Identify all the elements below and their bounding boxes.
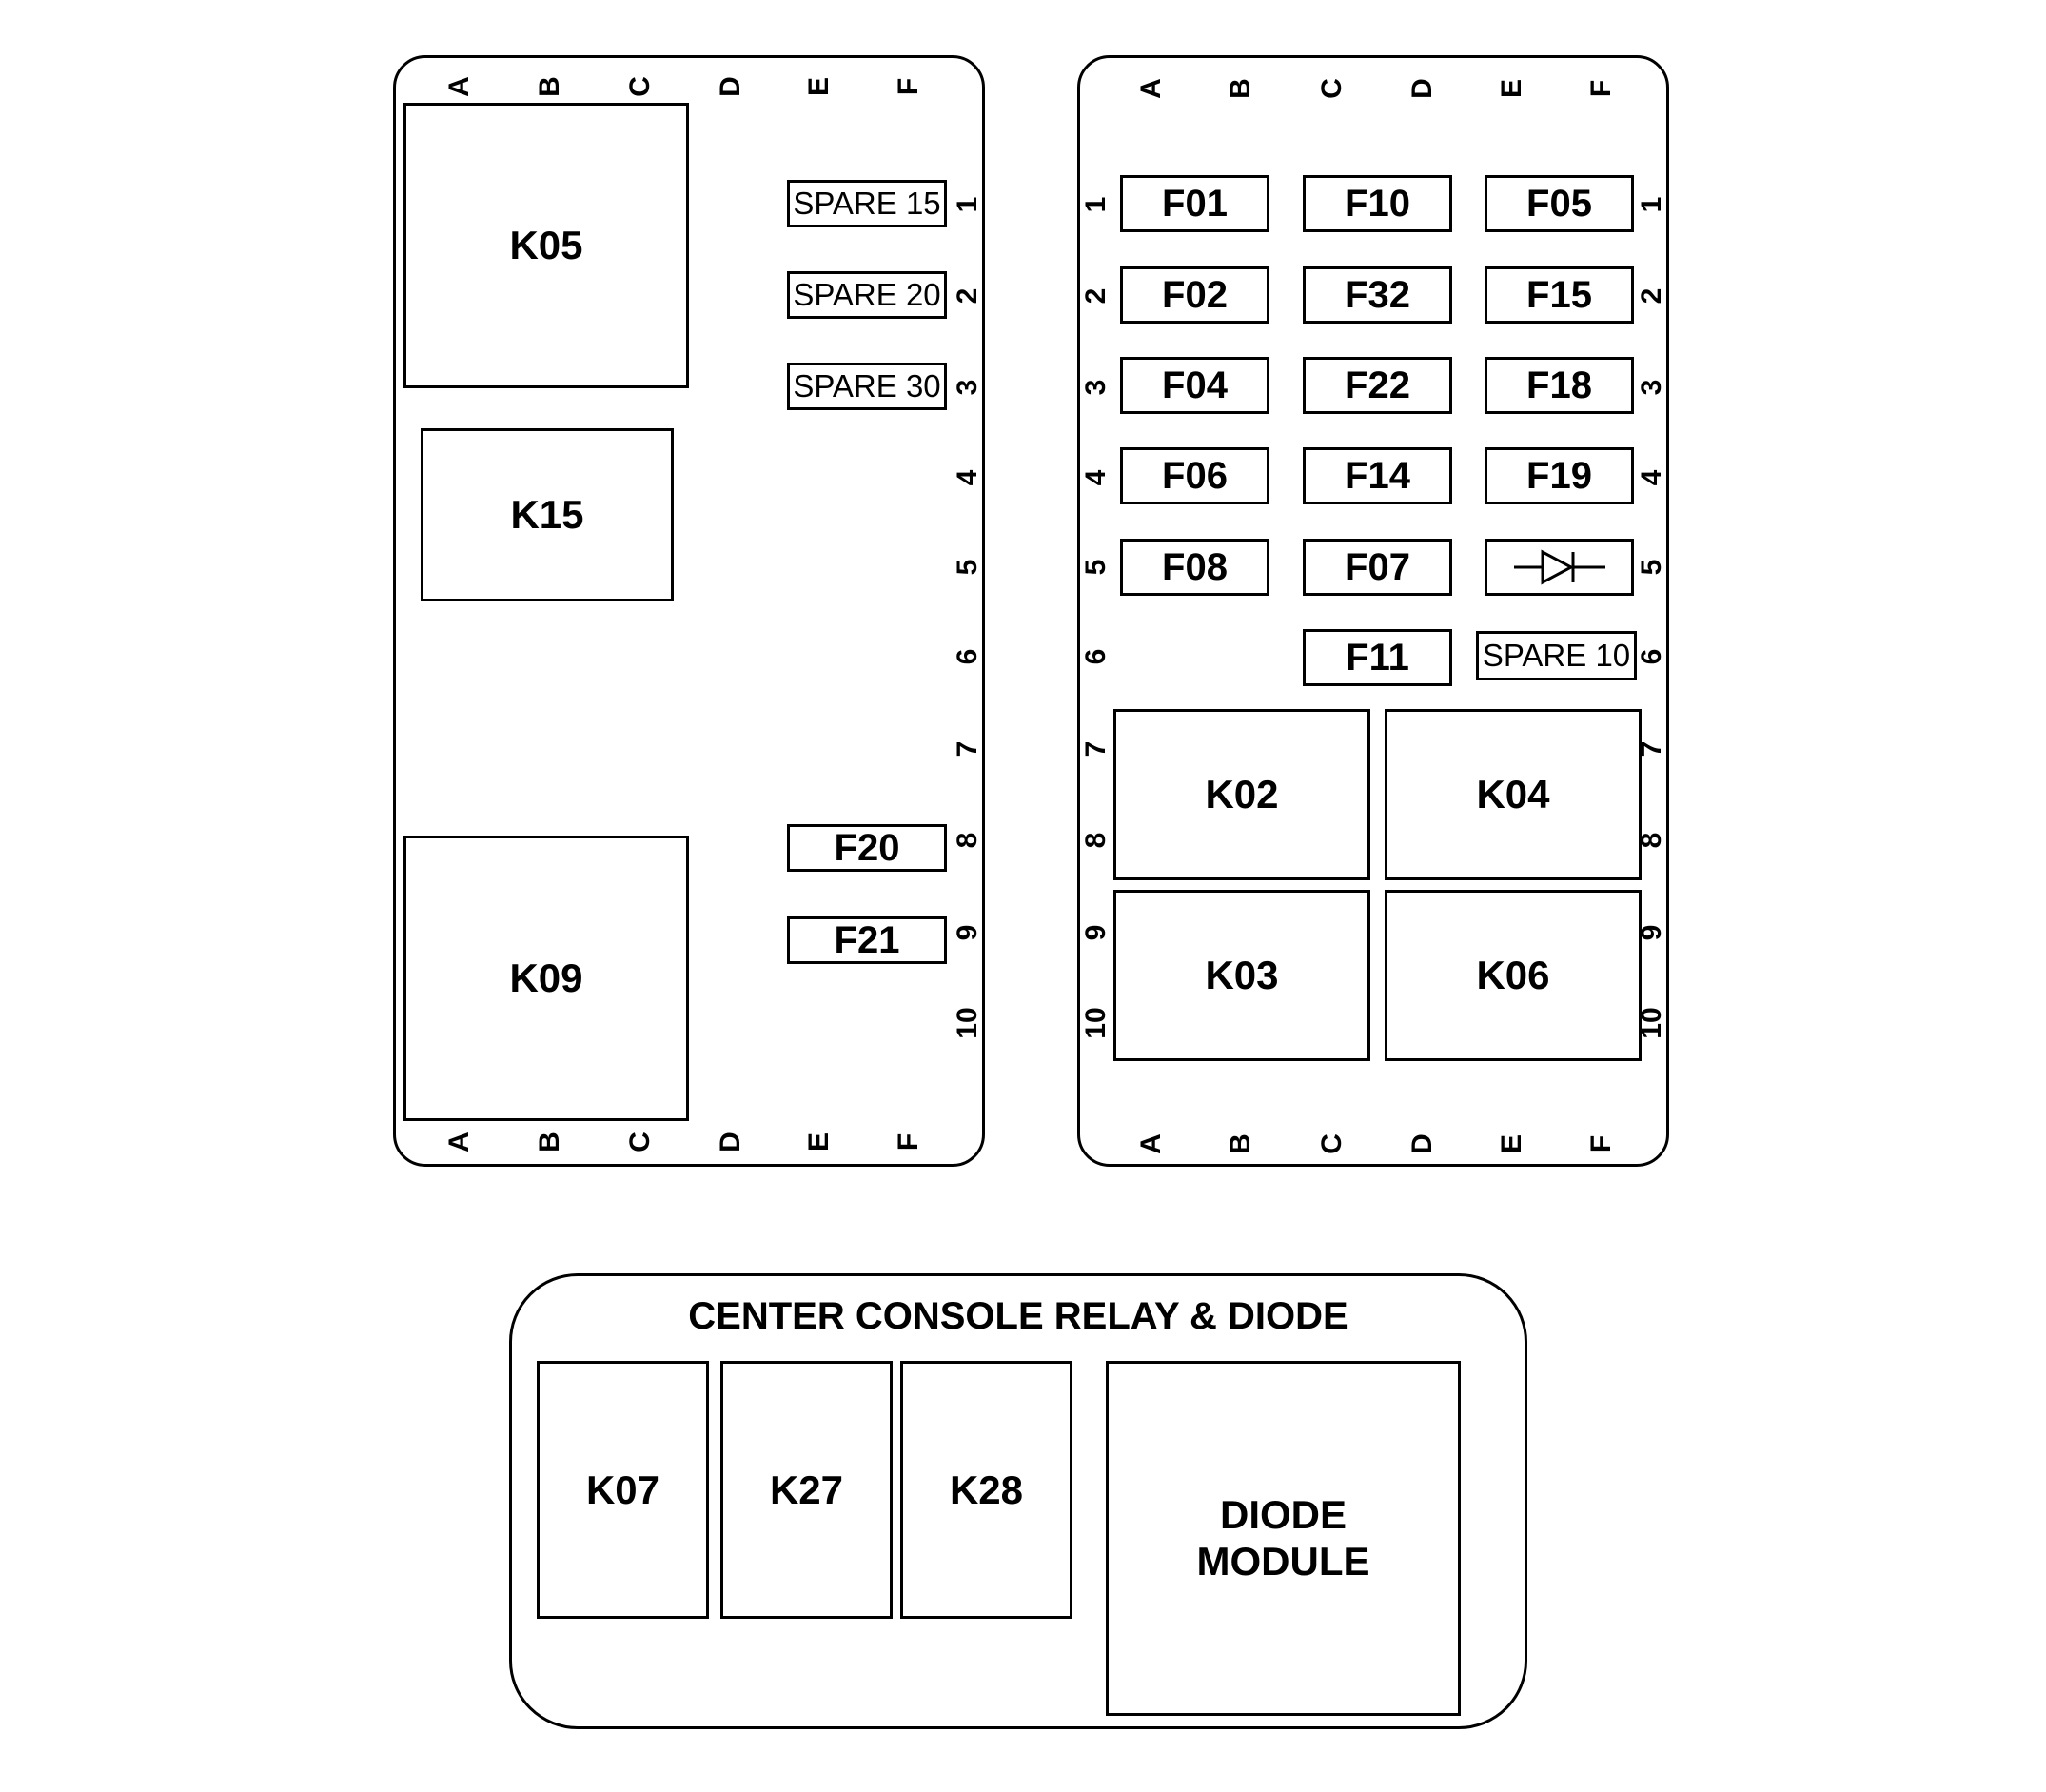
diode-symbol-icon bbox=[1513, 549, 1605, 585]
relay-k05: K05 bbox=[403, 103, 689, 388]
right-row-label-right: 10 bbox=[1636, 1007, 1667, 1039]
fuse-f22: F22 bbox=[1303, 357, 1452, 414]
left-column-label-bottom: A bbox=[443, 1132, 475, 1152]
fuse-f04: F04 bbox=[1120, 357, 1269, 414]
right-column-label-bottom: F bbox=[1585, 1134, 1617, 1153]
right-row-label-right: 6 bbox=[1636, 648, 1667, 665]
left-row-label: 5 bbox=[952, 559, 983, 576]
relay-k09: K09 bbox=[403, 836, 689, 1121]
relay-k02: K02 bbox=[1113, 709, 1370, 880]
left-column-label-top: F bbox=[893, 77, 924, 96]
fuse-spare-30: SPARE 30 bbox=[787, 363, 947, 410]
left-row-label: 1 bbox=[952, 196, 983, 213]
left-row-label: 7 bbox=[952, 740, 983, 758]
right-row-label-left: 7 bbox=[1080, 740, 1112, 758]
right-row-label-left: 6 bbox=[1080, 648, 1112, 665]
left-column-label-bottom: B bbox=[534, 1132, 565, 1152]
relay-k28: K28 bbox=[900, 1361, 1072, 1619]
console-title: CENTER CONSOLE RELAY & DIODE bbox=[688, 1295, 1348, 1337]
right-row-label-right: 2 bbox=[1636, 287, 1667, 305]
fuse-f32: F32 bbox=[1303, 266, 1452, 324]
fuse-f19: F19 bbox=[1485, 447, 1634, 504]
right-row-label-left: 1 bbox=[1080, 196, 1112, 213]
fuse-f10: F10 bbox=[1303, 175, 1452, 232]
left-column-label-top: E bbox=[803, 76, 835, 97]
left-column-label-bottom: F bbox=[893, 1132, 924, 1152]
relay-k04: K04 bbox=[1385, 709, 1642, 880]
fuse-f08: F08 bbox=[1120, 539, 1269, 596]
relay-k03: K03 bbox=[1113, 890, 1370, 1061]
right-column-label-bottom: D bbox=[1407, 1133, 1438, 1154]
right-row-label-left: 5 bbox=[1080, 559, 1112, 576]
left-row-label: 8 bbox=[952, 832, 983, 849]
relay-k27: K27 bbox=[720, 1361, 893, 1619]
right-column-label-top: C bbox=[1316, 78, 1348, 99]
left-column-label-bottom: C bbox=[624, 1132, 656, 1152]
right-row-label-left: 9 bbox=[1080, 924, 1112, 941]
right-column-label-bottom: B bbox=[1225, 1133, 1256, 1154]
right-column-label-bottom: A bbox=[1135, 1133, 1167, 1154]
right-row-label-left: 4 bbox=[1080, 469, 1112, 486]
fuse-f01: F01 bbox=[1120, 175, 1269, 232]
left-row-label: 6 bbox=[952, 648, 983, 665]
relay-k15: K15 bbox=[421, 428, 674, 601]
right-row-label-right: 4 bbox=[1636, 469, 1667, 486]
right-row-label-left: 10 bbox=[1080, 1007, 1112, 1039]
fuse-f07: F07 bbox=[1303, 539, 1452, 596]
fuse-f06: F06 bbox=[1120, 447, 1269, 504]
right-row-label-right: 1 bbox=[1636, 196, 1667, 213]
diode-module-label: DIODE MODULE bbox=[1197, 1492, 1370, 1585]
diode-module: DIODE MODULE bbox=[1106, 1361, 1461, 1716]
fuse-spare-15: SPARE 15 bbox=[787, 180, 947, 227]
left-row-label: 9 bbox=[952, 924, 983, 941]
right-column-label-top: D bbox=[1407, 78, 1438, 99]
fuse-spare-10: SPARE 10 bbox=[1476, 631, 1637, 680]
left-column-label-top: B bbox=[534, 76, 565, 97]
left-row-label: 10 bbox=[952, 1007, 983, 1039]
fuse-f21: F21 bbox=[787, 916, 947, 964]
left-column-label-bottom: D bbox=[715, 1132, 746, 1152]
right-row-label-left: 2 bbox=[1080, 287, 1112, 305]
right-column-label-top: E bbox=[1496, 78, 1527, 99]
left-column-label-top: C bbox=[624, 76, 656, 97]
fuse-f11: F11 bbox=[1303, 629, 1452, 686]
diode-module-label-line1: DIODE bbox=[1219, 1492, 1347, 1538]
right-row-label-right: 8 bbox=[1636, 832, 1667, 849]
relay-k07: K07 bbox=[537, 1361, 709, 1619]
diode-slot bbox=[1485, 539, 1634, 596]
relay-k06: K06 bbox=[1385, 890, 1642, 1061]
right-row-label-right: 9 bbox=[1636, 924, 1667, 941]
left-row-label: 2 bbox=[952, 287, 983, 305]
left-row-label: 3 bbox=[952, 379, 983, 396]
right-row-label-right: 5 bbox=[1636, 559, 1667, 576]
right-row-label-right: 7 bbox=[1636, 740, 1667, 758]
fuse-f05: F05 bbox=[1485, 175, 1634, 232]
right-column-label-top: F bbox=[1585, 79, 1617, 98]
left-column-label-bottom: E bbox=[803, 1132, 835, 1152]
fuse-f15: F15 bbox=[1485, 266, 1634, 324]
diode-module-label-line2: MODULE bbox=[1196, 1538, 1370, 1584]
fuse-f14: F14 bbox=[1303, 447, 1452, 504]
fuse-f02: F02 bbox=[1120, 266, 1269, 324]
right-column-label-bottom: E bbox=[1496, 1133, 1527, 1154]
fuse-spare-20: SPARE 20 bbox=[787, 271, 947, 319]
right-column-label-top: B bbox=[1225, 78, 1256, 99]
fuse-f18: F18 bbox=[1485, 357, 1634, 414]
right-row-label-left: 8 bbox=[1080, 832, 1112, 849]
right-column-label-top: A bbox=[1135, 78, 1167, 99]
fuse-f20: F20 bbox=[787, 824, 947, 872]
left-column-label-top: A bbox=[443, 76, 475, 97]
right-row-label-left: 3 bbox=[1080, 379, 1112, 396]
right-row-label-right: 3 bbox=[1636, 379, 1667, 396]
right-column-label-bottom: C bbox=[1316, 1133, 1348, 1154]
left-column-label-top: D bbox=[715, 76, 746, 97]
left-row-label: 4 bbox=[952, 469, 983, 486]
